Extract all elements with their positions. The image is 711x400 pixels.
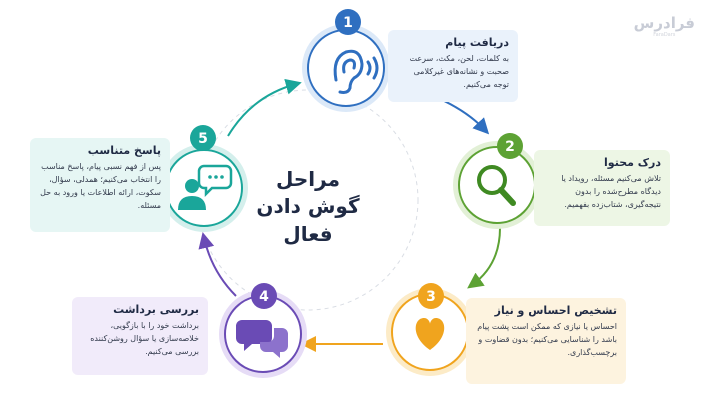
speaking-person-icon bbox=[178, 164, 233, 210]
step-4-title: بررسی برداشت bbox=[113, 303, 199, 316]
step-4-card: بررسی برداشت برداشت خود را با بازگویی، خ… bbox=[72, 297, 208, 375]
step-3-description: احساس یا نیازی که ممکن است پشت پیام باشد… bbox=[477, 322, 617, 357]
step-1-card: دریافت پیام به کلمات، لحن، مکث، سرعت صحب… bbox=[388, 30, 518, 102]
step-3-title: تشخیص احساس و نیاز bbox=[494, 304, 617, 317]
step-5-description: پس از فهم نسبی پیام، پاسخ مناسب را انتخا… bbox=[40, 162, 161, 210]
ear-icon bbox=[333, 49, 379, 94]
arrow-4-to-5 bbox=[198, 232, 237, 297]
step-3-card: تشخیص احساس و نیاز احساس یا نیازی که ممک… bbox=[466, 298, 626, 384]
logo-text: فرادرس bbox=[633, 14, 695, 32]
step-2-description: تلاش می‌کنیم مسئله، رویداد یا دیدگاه مطر… bbox=[561, 174, 661, 209]
brand-logo: فرادرس FaraDars bbox=[634, 14, 695, 38]
step-2-title: درک محتوا bbox=[604, 156, 661, 169]
step-3-node: 3 bbox=[386, 283, 474, 376]
step-1-node: 1 bbox=[302, 9, 390, 112]
heart-icon bbox=[415, 318, 445, 350]
step-5-card: پاسخ متناسب پس از فهم نسبی پیام، پاسخ من… bbox=[30, 138, 170, 232]
step-1-title: دریافت پیام bbox=[445, 36, 509, 49]
step-1-description: به کلمات، لحن، مکث، سرعت صحبت و نشانه‌ها… bbox=[409, 54, 509, 89]
title-line-1: مراحل bbox=[276, 167, 340, 191]
magnifier-icon bbox=[477, 165, 516, 206]
step-3-badge bbox=[418, 283, 444, 309]
step-3-number: 3 bbox=[426, 289, 436, 305]
step-4-badge bbox=[251, 283, 277, 309]
diagram-title: مراحل گوش دادن فعال bbox=[238, 166, 378, 248]
step-4-description: برداشت خود را با بازگویی، خلاصه‌سازی یا … bbox=[90, 321, 199, 356]
title-line-2: گوش دادن فعال bbox=[256, 194, 360, 246]
step-5-number: 5 bbox=[198, 131, 208, 147]
step-2-node: 2 bbox=[453, 133, 541, 229]
arrow-2-to-3 bbox=[467, 227, 501, 289]
step-2-number: 2 bbox=[505, 139, 515, 155]
step-4-node: 4 bbox=[219, 283, 307, 378]
step-4-number: 4 bbox=[259, 289, 269, 305]
step-5-title: پاسخ متناسب bbox=[87, 144, 161, 157]
step-5-node: 5 bbox=[160, 125, 248, 232]
step-2-badge bbox=[497, 133, 523, 159]
step-5-badge bbox=[190, 125, 216, 151]
arrow-5-to-1 bbox=[227, 78, 302, 137]
step-1-badge bbox=[335, 9, 361, 35]
step-1-number: 1 bbox=[343, 15, 353, 31]
chat-bubbles-icon bbox=[236, 320, 288, 358]
logo-subtext: FaraDars bbox=[653, 32, 676, 38]
step-2-card: درک محتوا تلاش می‌کنیم مسئله، رویداد یا … bbox=[534, 150, 670, 226]
